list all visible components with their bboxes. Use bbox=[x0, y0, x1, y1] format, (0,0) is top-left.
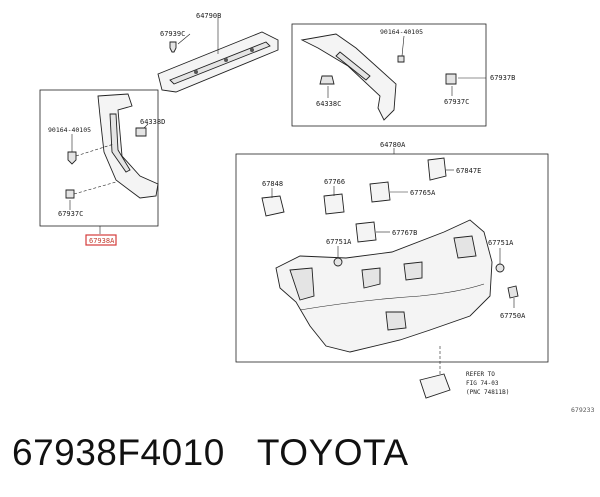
reference-line-1: REFER TO bbox=[466, 371, 495, 378]
part-64338c-cushion bbox=[319, 75, 335, 85]
label-67847e: 67847E bbox=[456, 167, 481, 175]
clip-hole bbox=[224, 58, 228, 62]
part-64780a-group: 64780A 67848 67766 67765A 67847E 67767B bbox=[235, 141, 549, 399]
part-67937c-clip bbox=[445, 73, 457, 85]
reference-note: REFER TO FIG 74-03 (PNC 74811B) bbox=[466, 371, 509, 396]
clip-hole bbox=[250, 48, 254, 52]
label-64790b: 64790B bbox=[196, 12, 221, 20]
parts-diagram: 64790B 67939C 90164-40105 67937B 64338C … bbox=[39, 12, 595, 414]
part-67848 bbox=[261, 195, 285, 217]
label-64338c: 64338C bbox=[316, 100, 341, 108]
part-67937b-rib bbox=[335, 51, 371, 81]
label-67765a: 67765A bbox=[410, 189, 436, 197]
label-67939c: 67939C bbox=[160, 30, 185, 38]
panel-grip bbox=[385, 311, 407, 331]
panel-pocket bbox=[403, 261, 423, 281]
part-number: 67938F4010 bbox=[12, 432, 225, 473]
reference-line-3: (PNC 74811B) bbox=[466, 389, 509, 396]
part-67766 bbox=[323, 193, 345, 215]
part-67767b bbox=[355, 221, 377, 243]
label-67750a: 67750A bbox=[500, 312, 526, 320]
part-67938a-rib bbox=[109, 113, 131, 173]
label-90164a: 90164-40105 bbox=[380, 28, 423, 36]
panel-pocket bbox=[361, 267, 381, 289]
label-67751a-right: 67751A bbox=[488, 239, 514, 247]
part-67937b-group: 90164-40105 67937B 64338C 67937C bbox=[291, 23, 515, 127]
part-64780a-panel bbox=[275, 219, 493, 353]
part-67847e bbox=[427, 157, 447, 181]
label-64780a: 64780A bbox=[380, 141, 406, 149]
caption: 67938F4010 TOYOTA bbox=[12, 432, 409, 482]
reference-line-2: FIG 74-03 bbox=[466, 380, 499, 387]
part-67937b-trim bbox=[300, 33, 397, 121]
label-67848: 67848 bbox=[262, 180, 283, 188]
part-67938a-group: 64338D 90164-40105 67937C 67938A bbox=[39, 89, 165, 246]
label-67937b: 67937B bbox=[490, 74, 515, 82]
part-67765a bbox=[369, 181, 391, 203]
label-67937c-left: 67937C bbox=[58, 210, 83, 218]
dash-screw bbox=[75, 143, 115, 157]
leader-67939c bbox=[177, 33, 191, 45]
detail-box-67938a bbox=[39, 89, 159, 227]
label-64338d: 64338D bbox=[140, 118, 165, 126]
panel-edge-line bbox=[299, 283, 485, 311]
part-64338d-cushion bbox=[135, 127, 147, 137]
highlight-67938a bbox=[85, 234, 117, 246]
detail-box-64780a bbox=[235, 153, 549, 363]
part-67751a-mid-clip bbox=[333, 257, 343, 267]
figure-id: 679233 bbox=[571, 406, 595, 414]
panel-pocket bbox=[453, 235, 477, 259]
detail-box-67937b bbox=[291, 23, 487, 127]
part-67751a-right-clip bbox=[495, 263, 505, 273]
dash-clip bbox=[73, 181, 117, 195]
clip-hole bbox=[194, 70, 198, 74]
brand-name: TOYOTA bbox=[256, 432, 409, 473]
label-67767b: 67767B bbox=[392, 229, 417, 237]
part-67750a bbox=[507, 285, 519, 299]
label-67751a-mid: 67751A bbox=[326, 238, 352, 246]
part-67937c-clip-left bbox=[65, 189, 75, 199]
part-90164-screw-left bbox=[67, 151, 77, 165]
part-64790b-group: 64790B 67939C bbox=[157, 12, 279, 93]
label-67938a: 67938A bbox=[89, 237, 115, 245]
panel-pocket bbox=[289, 267, 315, 301]
label-90164b: 90164-40105 bbox=[48, 126, 91, 134]
leader-90164a bbox=[401, 35, 405, 57]
clip-67939c bbox=[169, 41, 177, 53]
label-67937c-top: 67937C bbox=[444, 98, 469, 106]
part-90164-screw bbox=[397, 55, 405, 63]
label-67766: 67766 bbox=[324, 178, 345, 186]
leader-64338d bbox=[143, 123, 149, 129]
part-74811b-cover bbox=[419, 373, 451, 399]
